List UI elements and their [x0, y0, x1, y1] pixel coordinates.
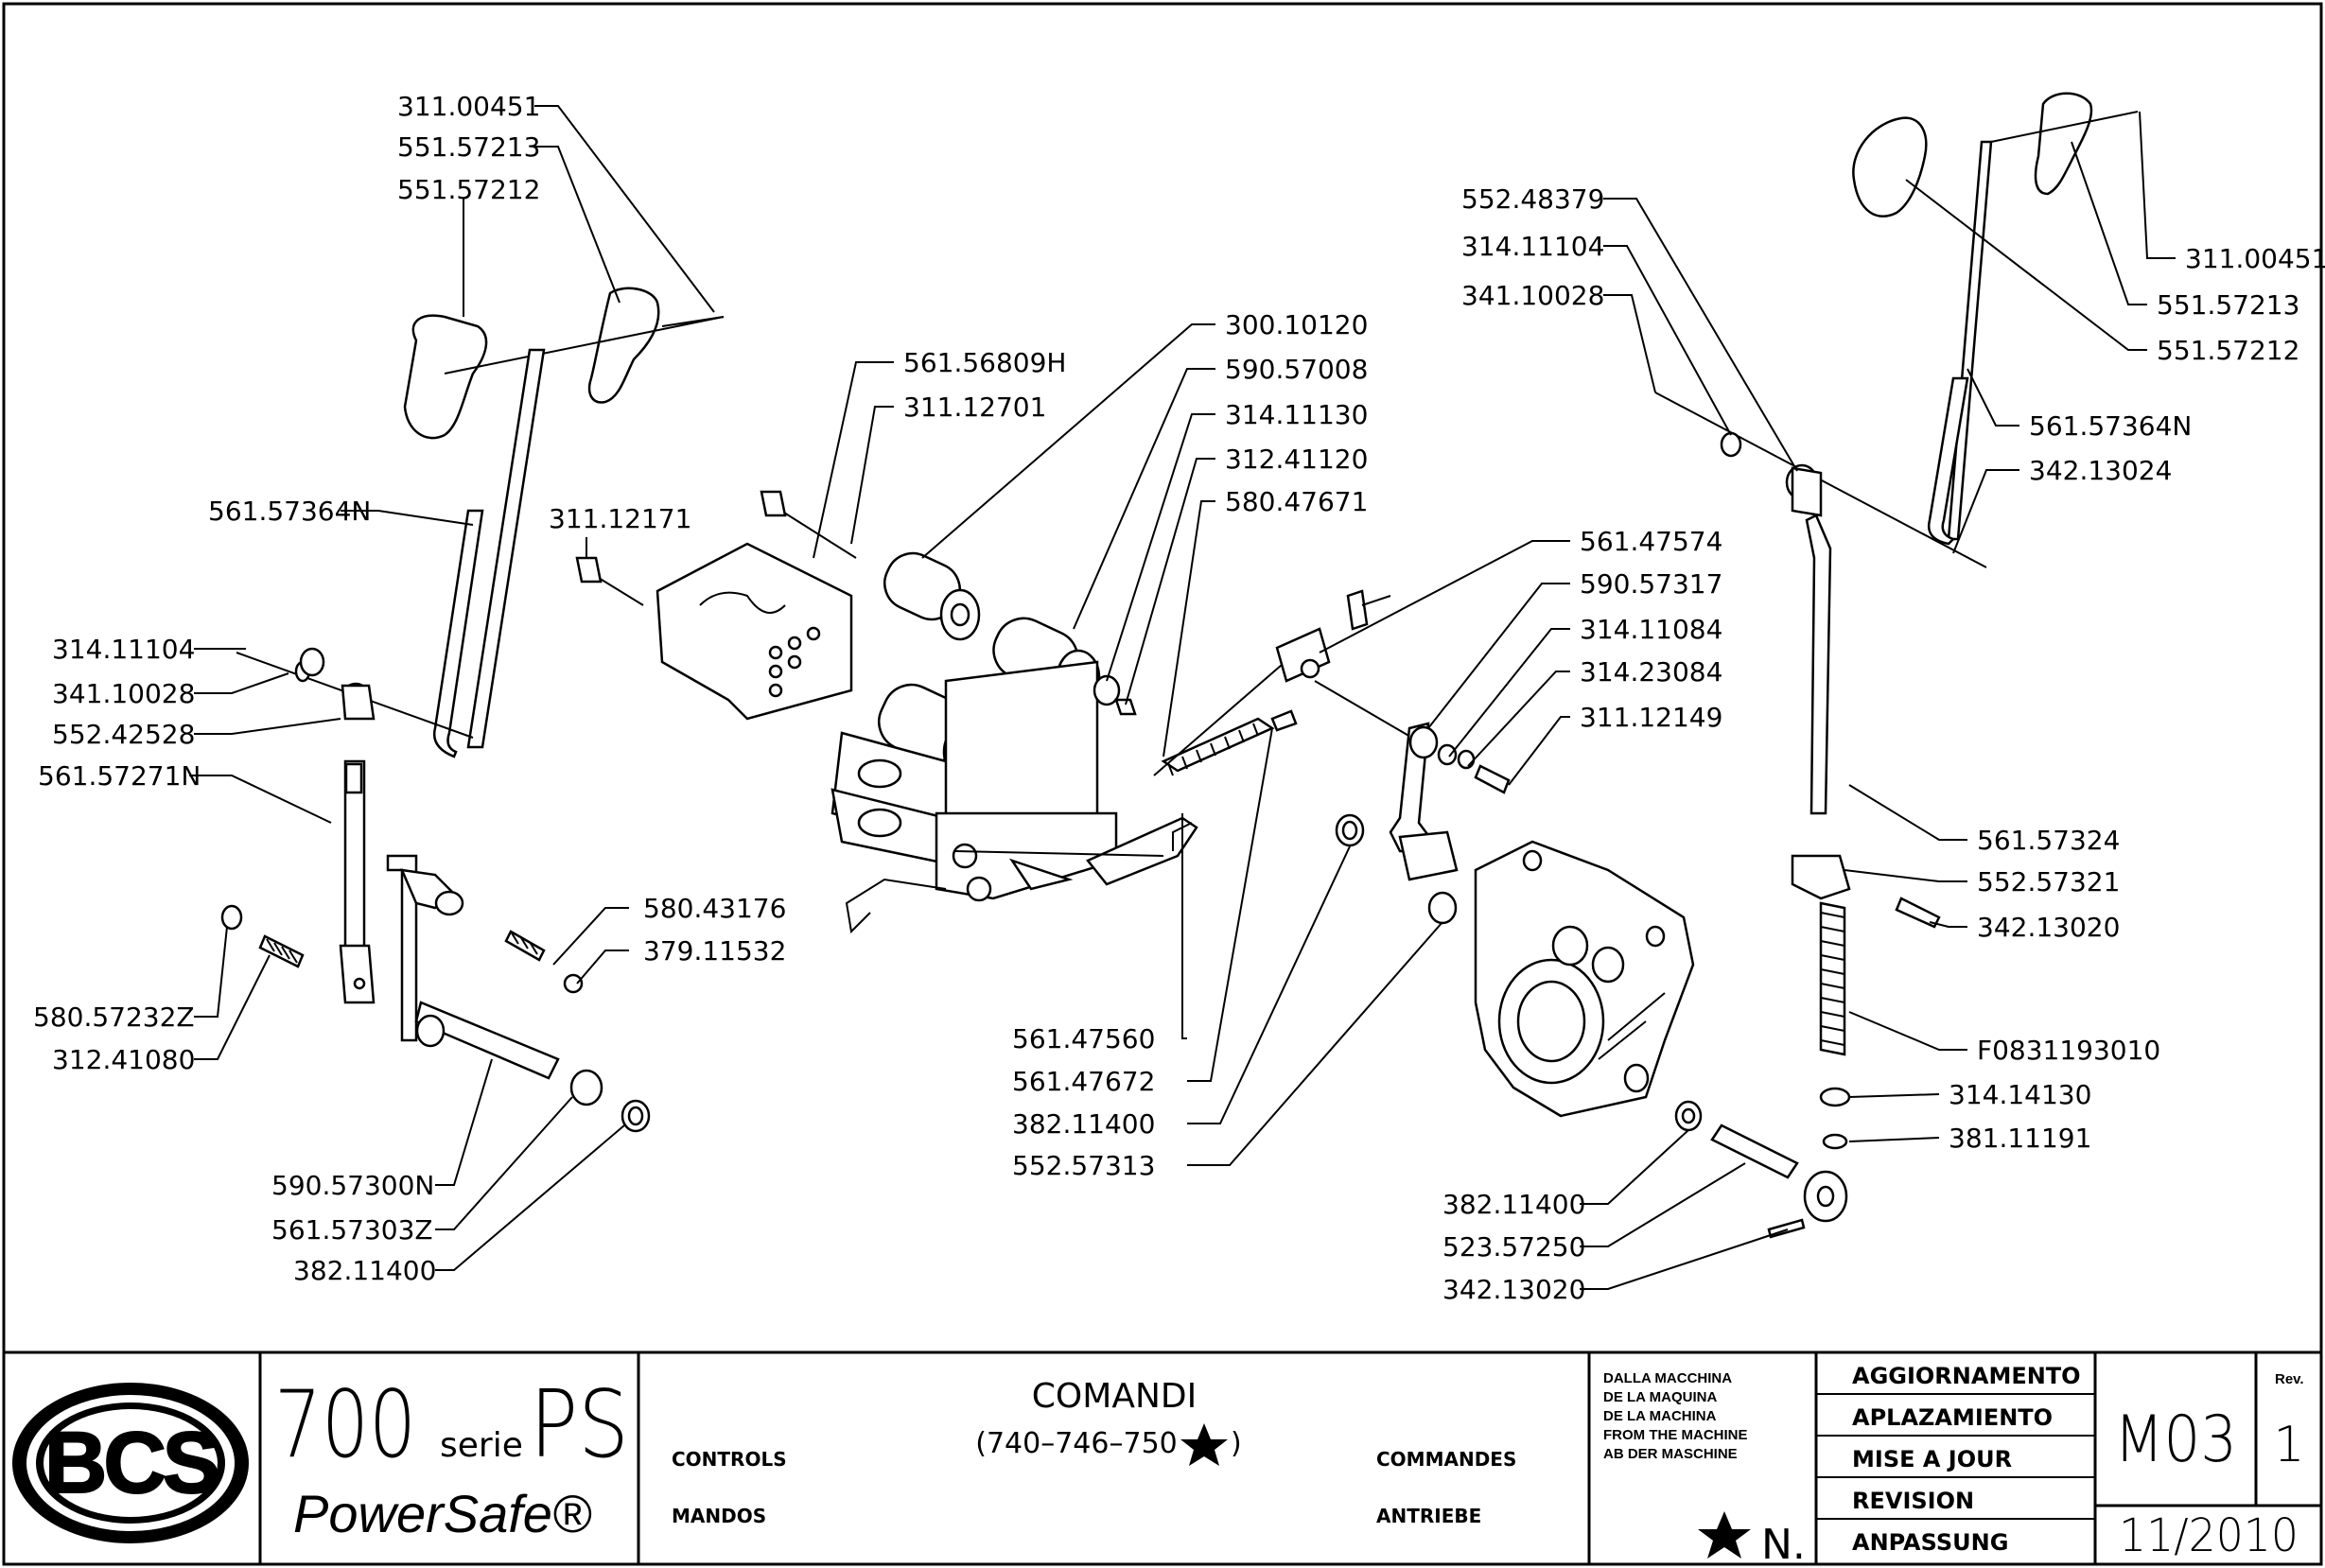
part-label: 552.57313	[1012, 1150, 1155, 1181]
part-label: 314.14130	[1949, 1079, 2091, 1110]
model-suffix: PS	[530, 1371, 629, 1479]
part-label: 590.57317	[1580, 568, 1722, 600]
part-label: 561.57364N	[208, 496, 371, 527]
part-label: 590.57300N	[271, 1170, 434, 1201]
title-block: BCS 700 serie PS PowerSafe® COMANDI (740…	[4, 1350, 2321, 1568]
part-label: 314.11130	[1225, 399, 1368, 430]
part-label: 561.57303Z	[271, 1214, 433, 1246]
part-label: 382.11400	[1442, 1189, 1585, 1220]
part-label: 382.11400	[1012, 1108, 1155, 1140]
part-label: 311.00451	[2185, 243, 2325, 274]
from-machine-de: AB DER MASCHINE	[1603, 1446, 1738, 1462]
part-label: 342.13024	[2029, 455, 2172, 486]
part-label: 312.41080	[52, 1044, 195, 1075]
update-label: REVISION	[1852, 1488, 1974, 1514]
part-label: 580.57232Z	[33, 1002, 195, 1033]
model-serie: serie	[440, 1426, 523, 1465]
update-label: MISE A JOUR	[1852, 1446, 2012, 1472]
part-label: 311.00451	[397, 91, 540, 122]
gearbox-housing	[1474, 840, 1703, 1132]
page-code: M03	[2114, 1402, 2237, 1477]
part-label: 580.47671	[1225, 486, 1368, 517]
part-label: 561.57324	[1977, 825, 2120, 856]
star-icon	[1180, 1423, 1228, 1466]
part-label: 341.10028	[52, 678, 195, 709]
part-label: 561.57271N	[38, 760, 201, 792]
part-label: 590.57008	[1225, 354, 1368, 385]
bcs-logo: BCS	[12, 1383, 249, 1543]
lang-fr-label: COMMANDES	[1376, 1448, 1516, 1471]
part-label: 311.12701	[903, 392, 1046, 423]
part-label: 551.57212	[2157, 335, 2299, 366]
part-label: 551.57213	[397, 131, 540, 163]
part-label: 311.12149	[1580, 702, 1722, 733]
part-label: 552.48379	[1461, 183, 1604, 215]
part-label: 314.11104	[1461, 231, 1604, 262]
right-lever-assembly	[1654, 92, 2139, 1239]
from-machine-it: DALLA MACCHINA	[1603, 1370, 1732, 1386]
left-part-labels: 311.00451 551.57213 551.57212 561.57364N…	[33, 91, 540, 1286]
update-label: ANPASSUNG	[1852, 1529, 2008, 1556]
part-label: 561.56809H	[903, 347, 1066, 378]
rev-label: Rev.	[2275, 1371, 2304, 1387]
serial-label: N.	[1761, 1521, 1806, 1568]
part-label: 552.57321	[1977, 866, 2120, 897]
update-label: AGGIORNAMENTO	[1852, 1363, 2081, 1389]
part-label: 382.11400	[293, 1255, 436, 1286]
part-label: 561.47560	[1012, 1023, 1155, 1054]
part-label: 379.11532	[643, 935, 786, 967]
part-label: 561.47672	[1012, 1066, 1155, 1097]
part-label: 561.47574	[1580, 526, 1722, 557]
page-title: COMANDI	[1032, 1377, 1197, 1416]
page-subtitle: (740–746–750	[975, 1427, 1178, 1460]
lang-es-label: MANDOS	[672, 1505, 766, 1527]
center-mounting-assembly	[575, 490, 1511, 934]
part-label: 311.12171	[549, 503, 691, 534]
from-machine-es: DE LA MAQUINA	[1603, 1389, 1717, 1405]
lang-de-label: ANTRIEBE	[1376, 1505, 1481, 1527]
part-label: 523.57250	[1442, 1231, 1585, 1263]
logo-text: BCS	[44, 1415, 218, 1511]
part-label: 341.10028	[1461, 280, 1604, 311]
serial-star-icon	[1698, 1511, 1751, 1559]
part-label: 342.13020	[1977, 912, 2120, 943]
left-lever-assembly	[220, 287, 725, 1133]
model-number: 700	[274, 1371, 416, 1479]
part-label: 561.57364N	[2029, 410, 2192, 442]
part-label: 580.43176	[643, 893, 786, 924]
model-brand: PowerSafe®	[293, 1484, 592, 1543]
lang-en-label: CONTROLS	[672, 1448, 787, 1471]
part-label: 551.57213	[2157, 289, 2299, 321]
from-machine-en: FROM THE MACHINE	[1603, 1427, 1748, 1443]
part-label: 342.13020	[1442, 1274, 1585, 1305]
part-label: 551.57212	[397, 174, 540, 205]
rev-value: 1	[2273, 1417, 2304, 1473]
part-label: 552.42528	[52, 719, 195, 750]
right-part-labels: 552.48379 314.11104 341.10028 311.00451 …	[1442, 183, 2325, 1305]
part-label: 300.10120	[1225, 309, 1368, 340]
part-label: 314.23084	[1580, 656, 1722, 688]
part-label: 381.11191	[1949, 1123, 2091, 1154]
part-label: 314.11084	[1580, 614, 1722, 645]
page-subtitle-close: )	[1231, 1427, 1242, 1460]
update-label: APLAZAMIENTO	[1852, 1404, 2053, 1431]
middle-part-labels: 561.56809H 311.12701 311.12171 300.10120…	[549, 309, 1722, 1181]
from-machine-pt: DE LA MACHINA	[1603, 1408, 1717, 1424]
revision-date: 11/2010	[2119, 1509, 2299, 1562]
leader-lines	[189, 105, 2176, 1290]
part-label: 314.11104	[52, 634, 195, 665]
part-label: F0831193010	[1977, 1035, 2160, 1066]
part-label: 312.41120	[1225, 444, 1368, 475]
